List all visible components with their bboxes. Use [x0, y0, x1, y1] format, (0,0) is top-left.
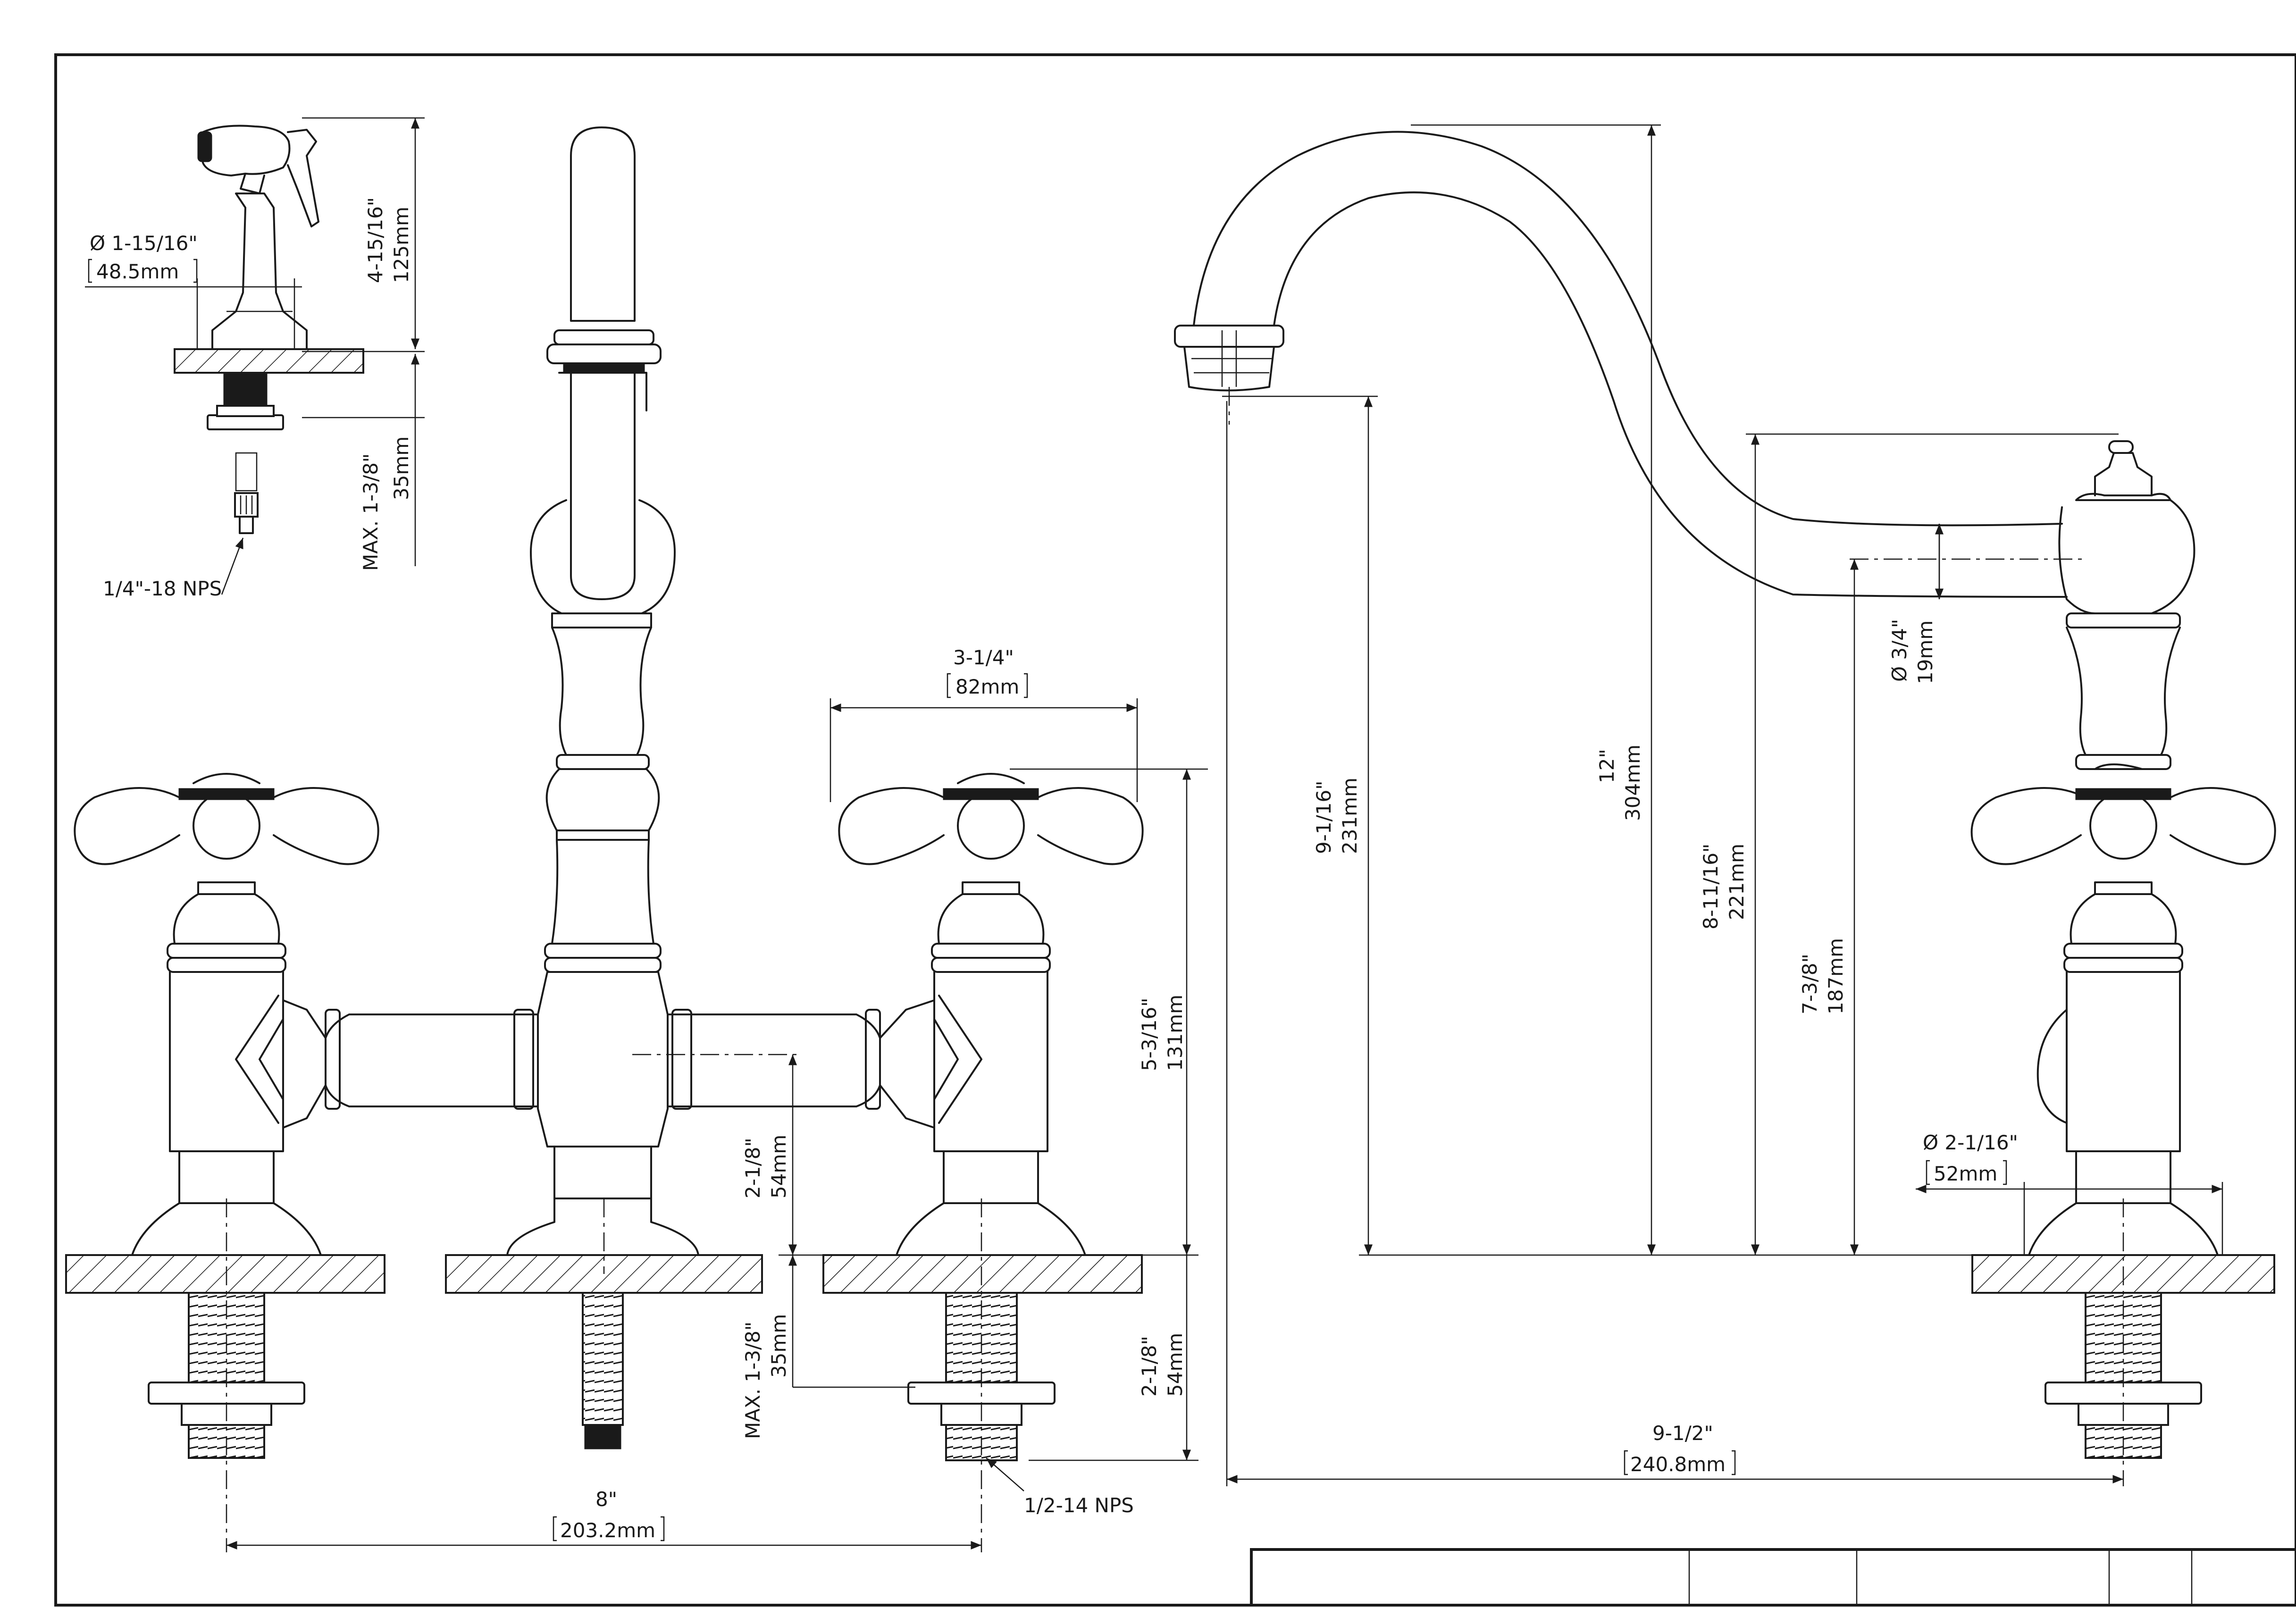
right-handle-valve	[838, 773, 1144, 1461]
sprayer-diameter-mm: 48.5mm	[96, 260, 179, 283]
handle-height-label: 5-3/16"	[1138, 997, 1161, 1071]
shank-length-mm: 54mm	[1164, 1333, 1187, 1397]
title-block	[1250, 1548, 2296, 1607]
spout-center-height-mm: 187mm	[1824, 938, 1847, 1014]
centers-mm: 203.2mm	[560, 1519, 655, 1542]
body-height-label: 8-11/16"	[1699, 844, 1722, 930]
spout-diameter-mm: 19mm	[1914, 620, 1937, 684]
centers-label: 8"	[595, 1488, 617, 1511]
base-diameter-mm: 52mm	[1934, 1162, 1997, 1185]
front-dimensions	[226, 698, 1208, 1549]
sprayer-max-deck-label: MAX. 1-3/8"	[359, 453, 382, 571]
handle-spread-label: 3-1/4"	[953, 646, 1014, 669]
side-dimensions	[1222, 124, 2223, 1486]
side-sprayer	[174, 125, 364, 534]
spout-diameter-label: Ø 3/4"	[1888, 619, 1911, 682]
overall-height-mm: 304mm	[1621, 745, 1644, 821]
side-center-lines	[1228, 387, 2124, 1486]
sprayer-thread-label: 1/4"-18 NPS	[103, 577, 222, 600]
bridge-height-mm: 54mm	[767, 1135, 790, 1198]
spout-clearance-label: 9-1/16"	[1312, 780, 1335, 854]
handle-spread-mm: 82mm	[955, 675, 1019, 698]
left-handle-valve	[74, 773, 379, 1459]
spout-reach-label: 9-1/2"	[1652, 1422, 1713, 1445]
shank-length-label: 2-1/8"	[1138, 1336, 1161, 1397]
overall-height-label: 12"	[1595, 749, 1618, 783]
max-deck-mm: 35mm	[767, 1314, 790, 1378]
bridge-height-label: 2-1/8"	[741, 1138, 764, 1198]
max-deck-label: MAX. 1-3/8"	[741, 1322, 764, 1439]
sheet-border	[54, 53, 2296, 1607]
base-diameter-label: Ø 2-1/16"	[1923, 1131, 2018, 1154]
handle-height-mm: 131mm	[1164, 995, 1187, 1071]
front-center-lines	[226, 1054, 982, 1552]
spout-clearance-mm: 231mm	[1338, 778, 1361, 854]
sprayer-max-deck-mm: 35mm	[390, 436, 413, 500]
sprayer-dimensions	[85, 117, 425, 595]
sprayer-diameter-label: Ø 1-15/16"	[90, 232, 198, 255]
supply-thread-label: 1/2-14 NPS	[1024, 1494, 1134, 1517]
spout-center-height-label: 7-3/8"	[1798, 954, 1821, 1014]
sprayer-height-mm: 125mm	[390, 207, 413, 283]
sprayer-height-label: 4-15/16"	[364, 197, 387, 283]
spout-reach-mm: 240.8mm	[1630, 1453, 1726, 1476]
body-height-mm: 221mm	[1725, 844, 1748, 920]
